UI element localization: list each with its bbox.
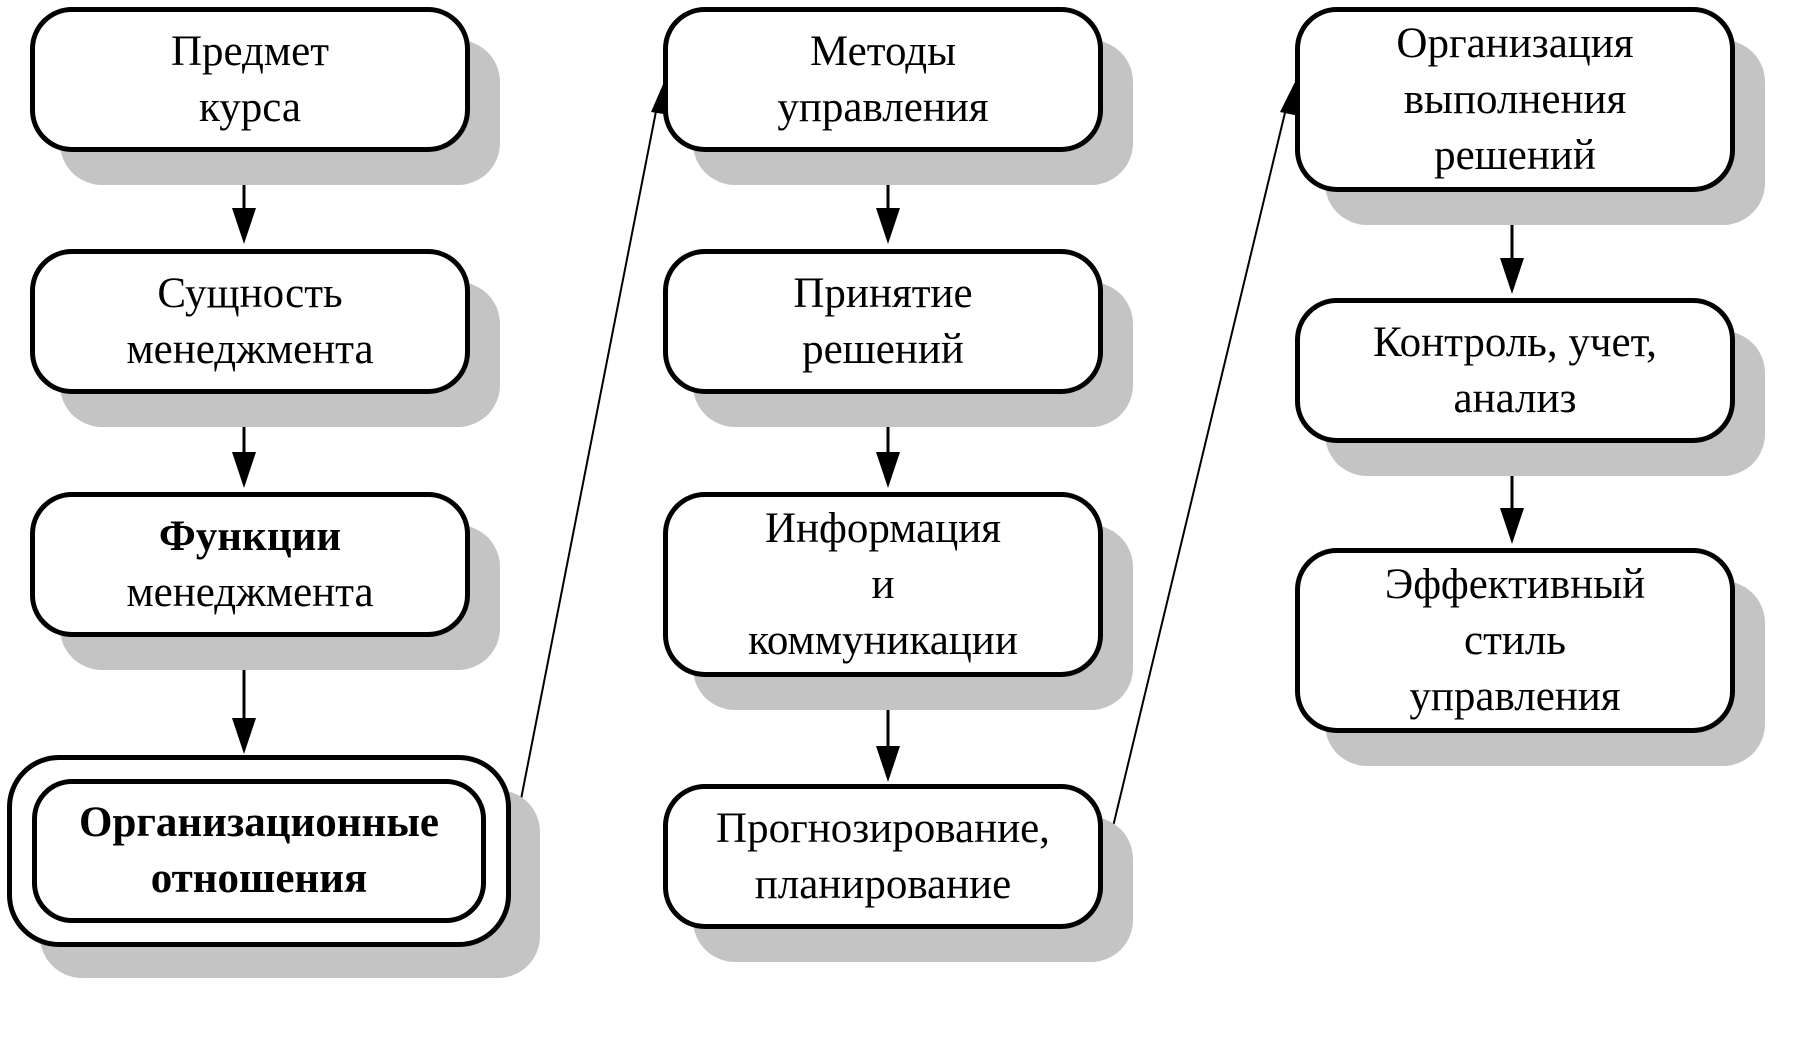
box-organizatsionnye-otnosheniya-outer: Организационные отношения: [7, 755, 511, 947]
arrowhead-c2-1-2: [876, 208, 900, 244]
box-line: Принятие: [793, 269, 973, 317]
arrow-col2-to-col3: [1103, 95, 1290, 865]
box-organizatsiya-vypolneniya-resheniy: Организация выполнения решений: [1295, 7, 1735, 192]
box-line: выполнения: [1403, 75, 1627, 123]
arrowhead-c1-2-3: [232, 452, 256, 488]
box-line: решений: [1434, 131, 1596, 179]
arrowhead-c3-2-3: [1500, 508, 1524, 544]
box-organizatsionnye-otnosheniya: Организационные отношения: [32, 779, 486, 923]
arrowhead-c1-3-4: [232, 718, 256, 754]
arrowhead-col2-to-col3: [1280, 82, 1299, 116]
box-line: коммуникации: [748, 616, 1018, 664]
box-line: Сущность: [157, 269, 343, 317]
box-effektivnyy-stil-upravleniya: Эффективный стиль управления: [1295, 548, 1735, 733]
box-prinyatie-resheniy: Принятие решений: [663, 249, 1103, 394]
box-line: Организационные: [79, 799, 439, 846]
box-line: менеджмента: [126, 325, 374, 373]
arrowhead-c1-1-2: [232, 208, 256, 244]
arrowhead-c2-2-3: [876, 452, 900, 488]
box-line: Методы: [809, 27, 956, 75]
box-line: менеджмента: [126, 568, 374, 616]
box-line: курса: [199, 83, 301, 131]
box-informatsiya-i-kommunikatsii: Информация и коммуникации: [663, 492, 1103, 677]
box-sushchnost-menedzhmenta: Сущность менеджмента: [30, 249, 470, 394]
arrowhead-c2-3-4: [876, 746, 900, 782]
box-kontrol-uchet-analiz: Контроль, учет, анализ: [1295, 298, 1735, 443]
box-line: Функции: [158, 512, 342, 560]
box-line: Информация: [764, 504, 1002, 552]
box-funktsii-menedzhmenta: Функции менеджмента: [30, 492, 470, 637]
arrowhead-c3-1-2: [1500, 258, 1524, 294]
box-line: анализ: [1453, 374, 1577, 422]
box-line: Контроль, учет,: [1373, 318, 1657, 366]
box-line: Эффективный: [1384, 560, 1646, 608]
box-line: отношения: [150, 855, 368, 902]
box-metody-upravleniya: Методы управления: [663, 7, 1103, 152]
arrow-col1-to-col2: [512, 95, 660, 841]
box-line: и: [871, 560, 895, 608]
box-line: управления: [777, 83, 989, 131]
box-line: управления: [1409, 672, 1621, 720]
box-line: стиль: [1464, 616, 1566, 664]
box-line: планирование: [754, 860, 1012, 908]
box-line: решений: [802, 325, 964, 373]
box-predmet-kursa: Предмет курса: [30, 7, 470, 152]
box-line: Организация: [1396, 19, 1634, 67]
box-line: Прогнозирование,: [716, 804, 1050, 852]
box-prognozirovanie-planirovanie: Прогнозирование, планирование: [663, 784, 1103, 929]
box-line: Предмет: [170, 27, 330, 75]
